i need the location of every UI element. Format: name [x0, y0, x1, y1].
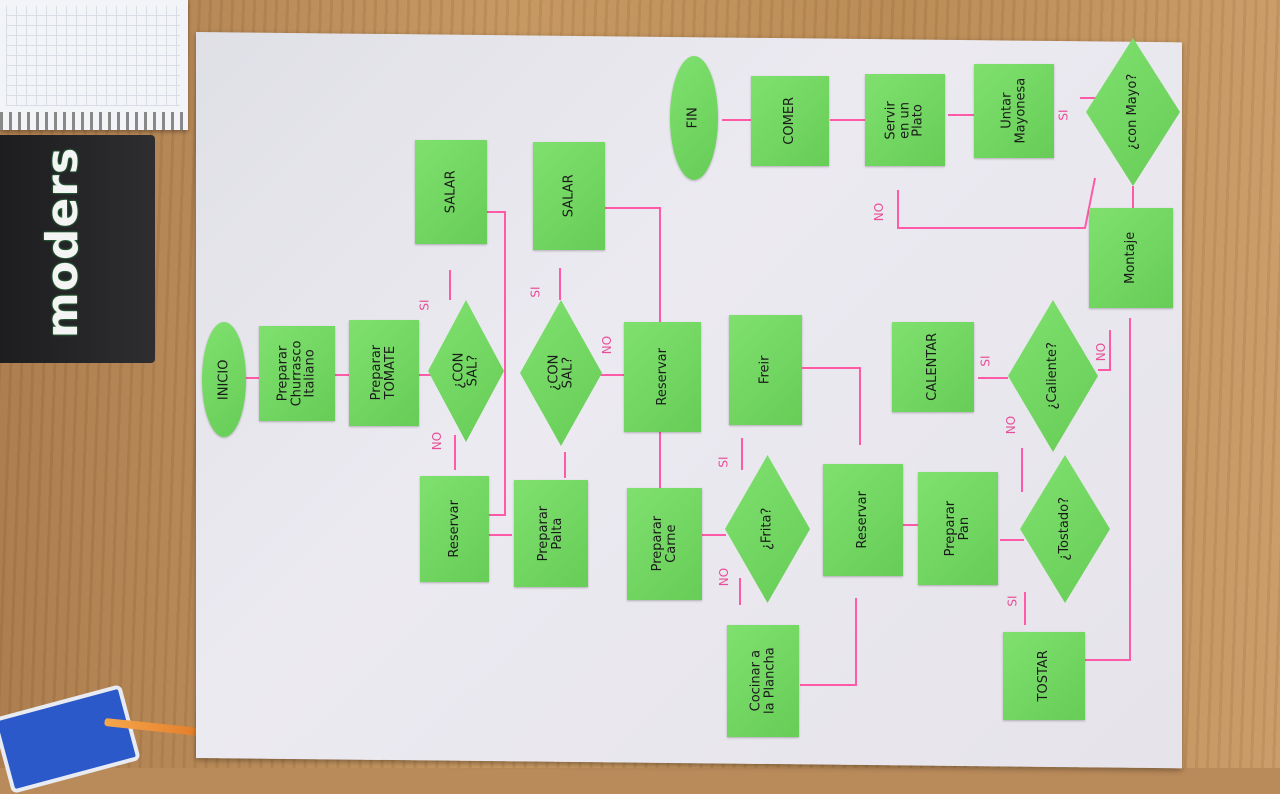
node-tostar: TOSTAR	[1003, 632, 1085, 720]
node-freir: Freir	[729, 315, 802, 425]
node-calentar: CALENTAR	[892, 322, 974, 412]
arrow-salar2-reservar2	[604, 207, 661, 322]
edge-label-si-2: SI	[528, 286, 543, 298]
node-inicio: INICIO	[202, 322, 246, 437]
node-preparar-carne: Preparar Carne	[627, 488, 702, 600]
node-con-sal-2: ¿CON SAL?	[520, 300, 602, 446]
edge-label-no-4: NO	[1004, 415, 1019, 435]
edge-label-si-1: SI	[417, 299, 432, 311]
arrow-conmayo-servir	[897, 177, 1096, 229]
node-untar-mayonesa: Untar Mayonesa	[974, 64, 1054, 158]
node-servir-plato: Servir en un Plato	[865, 74, 945, 166]
laptop-lid	[0, 135, 155, 363]
edge-label-si-6: SI	[1056, 109, 1071, 121]
node-salar-2: SALAR	[533, 142, 605, 250]
graph-paper-sketch	[6, 6, 180, 106]
photo-scene: moders	[0, 0, 1280, 768]
edge-label-no-3: NO	[717, 567, 732, 587]
arrow-freir-reservar3	[802, 367, 861, 445]
arrow-plancha-reservar3	[800, 598, 857, 686]
spiral-binding	[0, 112, 188, 130]
node-preparar-pan: Preparar Pan	[918, 472, 998, 585]
node-preparar-churrasco: Preparar Churrasco Italiano	[259, 326, 335, 421]
arrow-caliente-montaje	[1098, 330, 1111, 371]
arrow-tostar-montaje	[1085, 318, 1131, 661]
node-montaje: Montaje	[1089, 208, 1173, 308]
node-fin: FIN	[670, 56, 718, 180]
node-cocinar-plancha: Cocinar a la Plancha	[727, 625, 799, 737]
node-con-mayo: ¿con Mayo?	[1086, 38, 1180, 186]
node-frita: ¿Frita?	[725, 455, 810, 603]
node-salar-1: SALAR	[415, 140, 487, 244]
edge-label-no-1: NO	[430, 431, 445, 451]
node-con-sal-1: ¿CON SAL?	[428, 300, 504, 442]
node-reservar-2: Reservar	[624, 322, 701, 432]
node-reservar-1: Reservar	[420, 476, 489, 582]
edge-label-si-4: SI	[1005, 595, 1020, 607]
arrow-salar1-reservar1	[486, 211, 506, 516]
node-preparar-tomate: Preparar TOMATE	[349, 320, 419, 426]
edge-label-no-6: NO	[872, 202, 887, 222]
node-caliente: ¿Caliente?	[1008, 300, 1098, 452]
node-reservar-3: Reservar	[823, 464, 903, 576]
node-preparar-palta: Preparar Palta	[514, 480, 588, 587]
node-tostado: ¿Tostado?	[1020, 455, 1110, 603]
node-comer: COMER	[751, 76, 829, 166]
edge-label-no-5: NO	[1094, 342, 1109, 362]
edge-label-si-5: SI	[978, 355, 993, 367]
edge-label-si-3: SI	[716, 456, 731, 468]
spiral-notebook	[0, 0, 188, 130]
edge-label-no-2: NO	[600, 335, 615, 355]
